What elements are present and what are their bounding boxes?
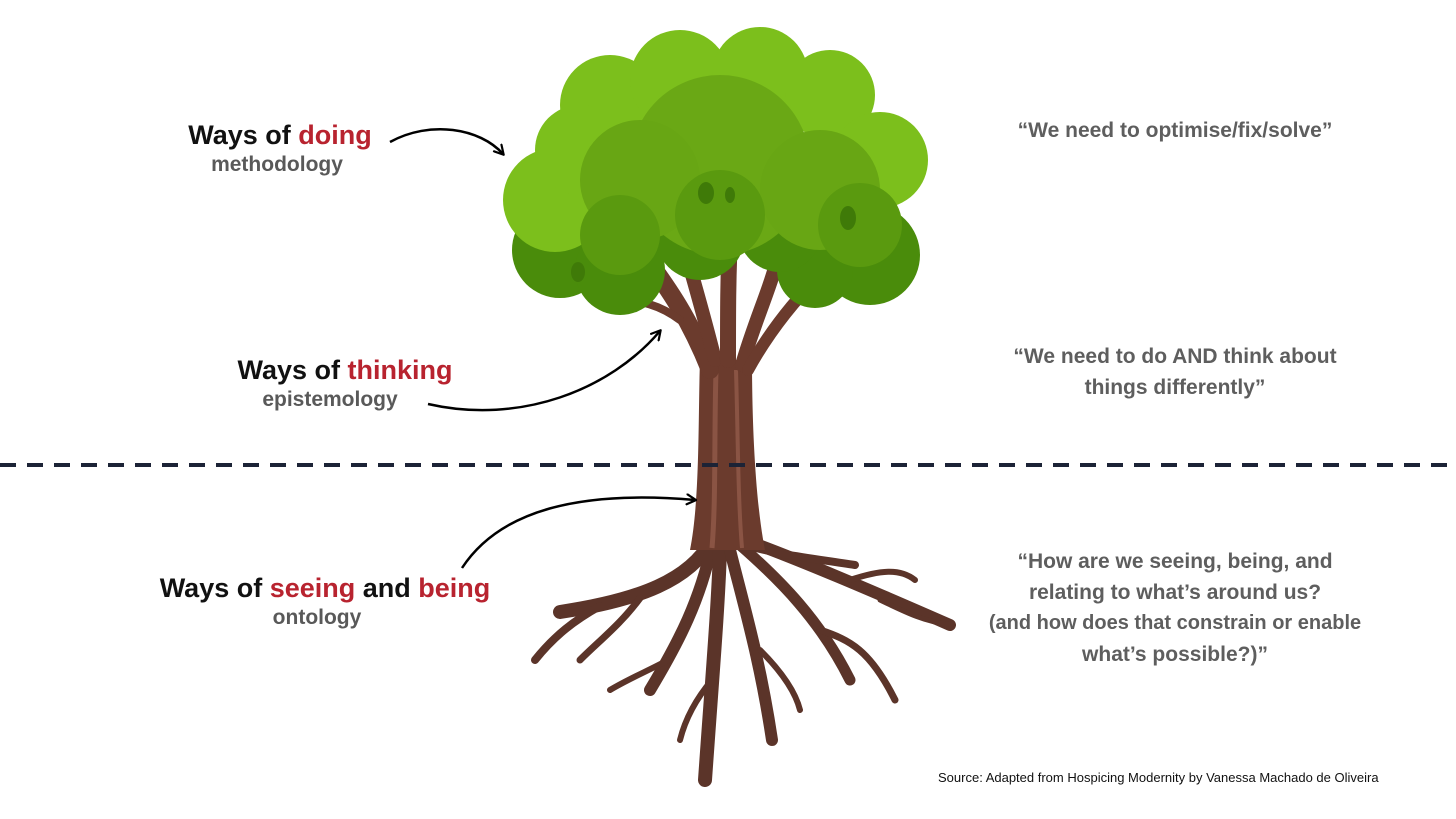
arrow-icon <box>427 331 660 412</box>
layer-heading: Ways of doing <box>188 120 372 150</box>
quote-line: “We need to optimise/fix/solve” <box>1017 119 1333 142</box>
layer-subtitle: methodology <box>211 153 343 176</box>
quote-doing: “We need to optimise/fix/solve” <box>975 115 1375 146</box>
quote-line: “We need to do AND think about <box>1013 345 1337 368</box>
layer-label-thinking: Ways of thinking epistemology <box>220 353 470 413</box>
quote-thinking: “We need to do AND think about things di… <box>975 341 1375 403</box>
quote-line: (and how does that constrain or enable <box>988 612 1362 634</box>
arrow-icon <box>460 498 695 569</box>
source-credit: Source: Adapted from Hospicing Modernity… <box>938 770 1379 785</box>
quote-line: what’s possible?)” <box>1082 643 1268 666</box>
quote-line: “How are we seeing, being, and <box>1017 550 1333 573</box>
tree-trunk <box>690 360 765 550</box>
layer-label-seeing-being: Ways of seeing and being ontology <box>140 571 510 631</box>
layer-subtitle: epistemology <box>262 388 398 411</box>
quote-line: relating to what’s around us? <box>1028 581 1322 604</box>
layer-heading: Ways of thinking <box>237 355 453 385</box>
tree-roots <box>531 533 956 787</box>
arrow-icon <box>389 128 503 154</box>
tree-foliage <box>503 27 928 315</box>
quote-seeing-being: “How are we seeing, being, and relating … <box>965 546 1385 670</box>
layer-label-doing: Ways of doing methodology <box>170 118 390 178</box>
layer-subtitle: ontology <box>272 606 362 629</box>
layer-heading: Ways of seeing and being <box>159 573 491 603</box>
quote-line: things differently” <box>1084 376 1266 399</box>
